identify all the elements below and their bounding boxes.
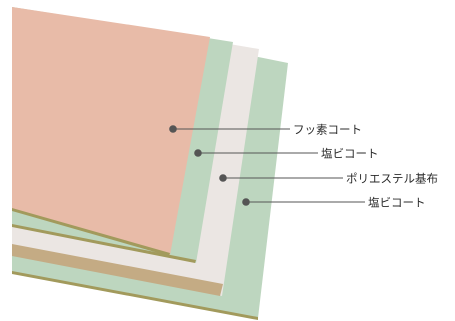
leader-pvc-bottom: 塩ビコート: [242, 196, 426, 210]
leader-dot: [194, 149, 202, 157]
leader-fluorine: フッ素コート: [169, 123, 362, 137]
layer-fluorine-edge: [12, 208, 170, 256]
leader-pvc-top: 塩ビコート: [194, 147, 379, 161]
leader-dot: [242, 198, 250, 206]
layer-pvc-bottom-edge: [12, 271, 258, 320]
leader-polyester: ポリエステル基布: [219, 172, 438, 186]
layer-label-fluorine: フッ素コート: [293, 123, 362, 137]
leader-dot: [219, 174, 227, 182]
layer-label-pvc-top: 塩ビコート: [321, 147, 379, 161]
layer-polyester-edge: [12, 244, 223, 296]
layer-label-polyester: ポリエステル基布: [346, 172, 438, 186]
layer-label-pvc-bottom: 塩ビコート: [368, 196, 426, 210]
layer-fluorine: [12, 7, 210, 256]
layer-fluorine-sheet: [12, 7, 210, 255]
layer-pvc-top-edge: [12, 224, 196, 263]
leader-dot: [169, 125, 177, 133]
